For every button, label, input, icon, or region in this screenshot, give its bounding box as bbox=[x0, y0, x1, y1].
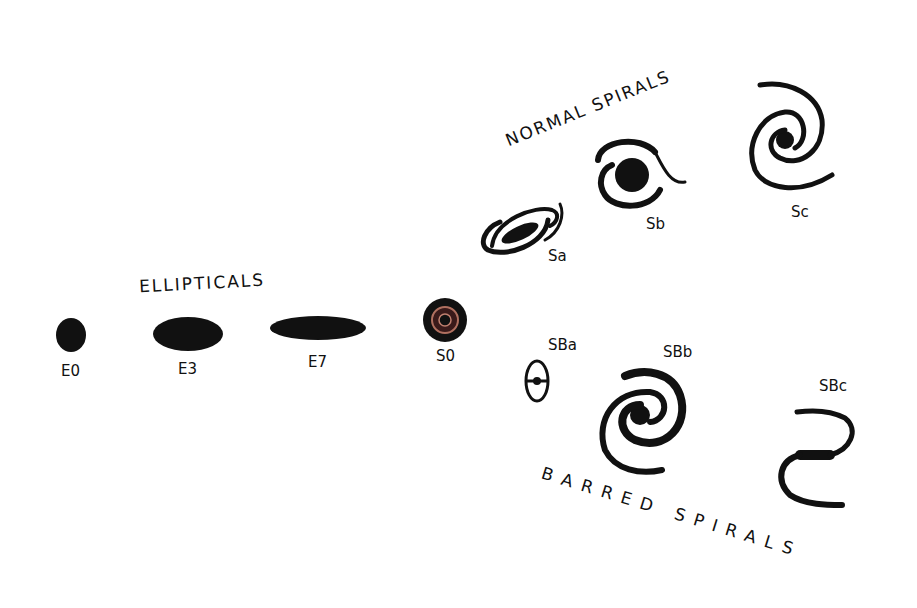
class-label: E3 bbox=[178, 361, 197, 378]
class-label: Sb bbox=[646, 216, 665, 233]
class-label: E7 bbox=[308, 354, 327, 371]
class-label: SBa bbox=[548, 337, 577, 354]
class-label: Sa bbox=[548, 248, 567, 265]
class-label: S0 bbox=[436, 348, 455, 365]
class-label: SBb bbox=[663, 344, 692, 361]
group-heading: ELLIPTICALS bbox=[139, 271, 266, 296]
class-label: Sc bbox=[791, 204, 809, 221]
class-label: SBc bbox=[819, 378, 847, 395]
group-heading: NORMAL SPIRALS bbox=[503, 67, 673, 150]
group-heading: BARRED SPIRALS bbox=[539, 464, 804, 561]
class-label: E0 bbox=[61, 363, 80, 380]
